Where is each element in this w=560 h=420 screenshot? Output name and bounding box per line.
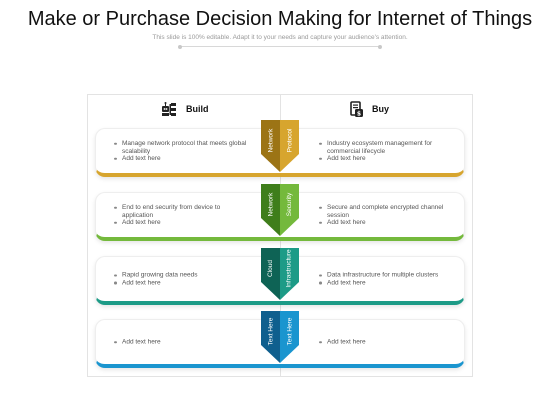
robot-build-icon [162, 102, 176, 116]
subtitle-divider [178, 44, 382, 49]
build-points: End to end security from device to appli… [114, 204, 250, 227]
svg-text:$: $ [357, 110, 361, 117]
row-arrow-4: Text Here Text Here [261, 311, 299, 363]
buy-points: Industry ecosystem management for commer… [319, 140, 455, 163]
list-item: Add text here [319, 279, 455, 287]
arrow-left-half [261, 120, 280, 172]
arrow-right-label: Infrastructure [286, 248, 294, 288]
arrow-right-label: Security [286, 192, 294, 216]
list-item: Add text here [319, 155, 455, 163]
arrow-right-label: Protocol [286, 128, 294, 152]
list-item: End to end security from device to appli… [114, 204, 250, 219]
list-item: Secure and complete encrypted channel se… [319, 204, 455, 219]
list-item: Data infrastructure for multiple cluster… [319, 272, 455, 280]
arrow-left-half [261, 311, 280, 363]
build-points: Rapid growing data needs Add text here [114, 272, 250, 287]
buy-column-header: $ Buy [350, 98, 389, 120]
row-arrow-2: Network Security [261, 184, 299, 236]
row-arrow-1: Network Protocol [261, 120, 299, 172]
arrow-right-half [280, 184, 299, 236]
buy-column-label: Buy [372, 104, 390, 114]
list-item: Industry ecosystem management for commer… [319, 140, 455, 155]
list-item: Add text here [114, 338, 250, 346]
buy-points: Secure and complete encrypted channel se… [319, 204, 455, 227]
page-subtitle: This slide is 100% editable. Adapt it to… [152, 34, 408, 41]
buy-points: Add text here [319, 338, 455, 346]
list-item: Rapid growing data needs [114, 272, 250, 280]
list-item: Manage network protocol that meets globa… [114, 140, 250, 155]
divider-dot-right [378, 44, 382, 49]
list-item: Add text here [114, 219, 250, 227]
arrow-left-label: Text Here [267, 317, 275, 345]
arrow-right-label: Text Here [286, 317, 294, 345]
list-item: Add text here [319, 219, 455, 227]
list-item: Add text here [114, 279, 250, 287]
row-arrow-3: Cloud Infrastructure [261, 248, 299, 300]
arrow-right-half [280, 120, 299, 172]
page-title: Make or Purchase Decision Making for Int… [27, 8, 533, 30]
build-points: Manage network protocol that meets globa… [114, 140, 250, 163]
list-item: Add text here [114, 155, 250, 163]
arrow-right-half [280, 248, 299, 300]
arrow-left-label: Network [267, 192, 274, 216]
arrow-left-half [261, 184, 280, 236]
arrow-right-half [280, 311, 299, 363]
arrow-left-label: Cloud [266, 259, 274, 277]
buy-points: Data infrastructure for multiple cluster… [319, 272, 455, 287]
buy-receipt-icon: $ [350, 100, 363, 117]
divider-dot-left [178, 44, 182, 49]
arrow-left-label: Network [267, 128, 274, 152]
build-points: Add text here [114, 338, 250, 346]
build-column-label: Build [186, 104, 209, 114]
arrow-left-half [261, 248, 280, 300]
build-column-header: Build [160, 98, 209, 120]
list-item: Add text here [319, 338, 455, 346]
